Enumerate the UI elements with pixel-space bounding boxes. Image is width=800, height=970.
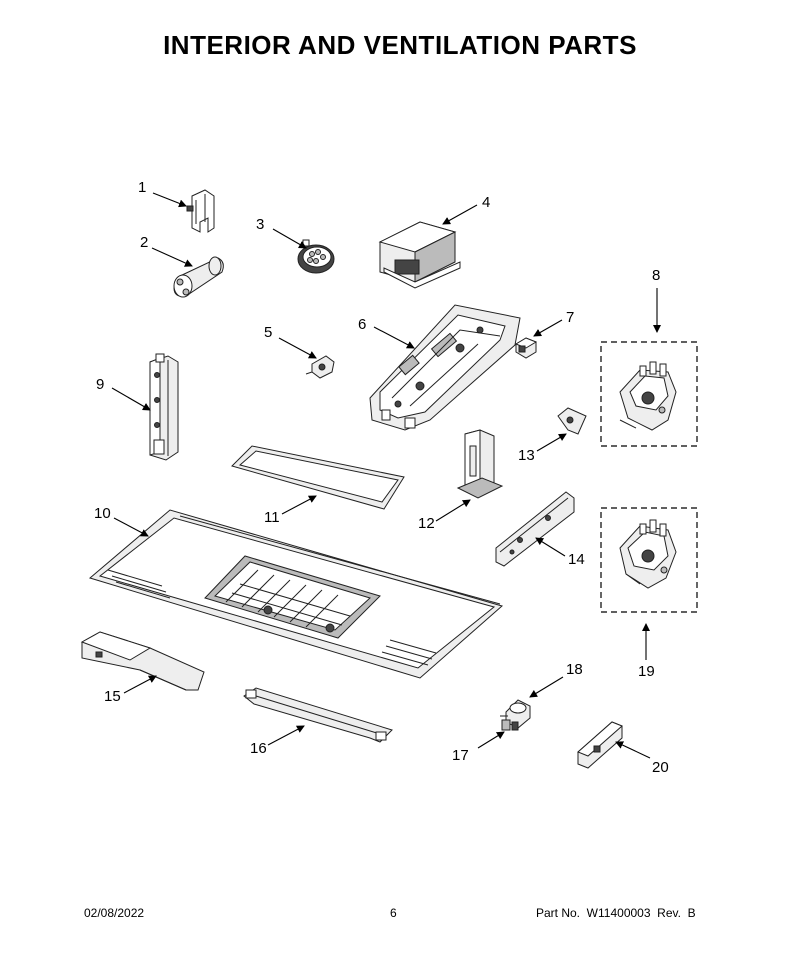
part-17-sensor	[501, 719, 519, 731]
leader-7	[533, 319, 563, 337]
callout-6: 6	[358, 316, 367, 333]
leader-1	[152, 192, 187, 208]
callout-15: 15	[104, 688, 121, 705]
leader-12	[435, 499, 471, 522]
part-14-side-rail	[495, 491, 575, 567]
part-6-base-plate	[369, 304, 521, 431]
part-12-air-duct	[456, 429, 504, 499]
callout-16: 16	[250, 740, 267, 757]
leader-13	[536, 433, 567, 452]
leader-6	[373, 326, 415, 349]
footer-part-number: Part No. W11400003 Rev. B	[536, 906, 696, 920]
callout-5: 5	[264, 324, 273, 341]
leader-17	[477, 731, 505, 749]
leader-4	[442, 204, 478, 225]
leader-5	[278, 337, 317, 359]
callout-4: 4	[482, 194, 491, 211]
part-3-fan-motor	[297, 239, 335, 274]
leader-9	[111, 387, 151, 411]
leader-14	[535, 537, 566, 557]
leader-3	[272, 228, 307, 249]
callout-19: 19	[638, 663, 655, 680]
part-2-capacitor	[173, 256, 224, 298]
part-19-latch-assembly	[619, 519, 677, 589]
leader-16	[267, 725, 305, 746]
callout-14: 14	[568, 551, 585, 568]
part-4-transformer	[378, 221, 461, 289]
part-9-vertical-bracket	[149, 353, 179, 461]
callout-2: 2	[140, 234, 149, 251]
leader-15	[123, 675, 157, 694]
part-20-hinge-block	[577, 721, 623, 769]
leader-10	[113, 517, 149, 537]
leader-20	[615, 741, 651, 759]
callout-9: 9	[96, 376, 105, 393]
part-15-duct-bracket	[80, 631, 205, 691]
page-title: INTERIOR AND VENTILATION PARTS	[163, 30, 637, 60]
callout-18: 18	[566, 661, 583, 678]
callout-3: 3	[256, 216, 265, 233]
callout-11: 11	[264, 509, 280, 526]
callout-12: 12	[418, 515, 435, 532]
callout-8: 8	[652, 267, 661, 284]
leader-2	[151, 247, 193, 267]
part-13-mounting-plate	[557, 407, 587, 435]
part-18-thermostat	[500, 699, 531, 729]
callout-20: 20	[652, 759, 669, 776]
vent-grille	[225, 569, 351, 628]
callout-7: 7	[566, 309, 575, 326]
leader-11	[281, 495, 317, 515]
footer-date: 02/08/2022	[84, 906, 145, 920]
leader-18	[529, 676, 564, 698]
part-7-switch-block	[514, 337, 538, 359]
callout-17: 17	[452, 747, 469, 764]
part-8-latch-assembly	[619, 361, 677, 431]
callout-1: 1	[138, 179, 147, 196]
part-10-vent-panel	[88, 509, 504, 679]
part-11-filter-panel	[231, 445, 405, 510]
callout-13: 13	[518, 447, 535, 464]
part-1-bracket-clip	[186, 189, 215, 233]
part-16-cross-brace	[243, 687, 393, 743]
footer-page-number: 6	[390, 906, 397, 920]
part-5-thermal-clip	[305, 355, 335, 379]
callout-10: 10	[94, 505, 111, 522]
